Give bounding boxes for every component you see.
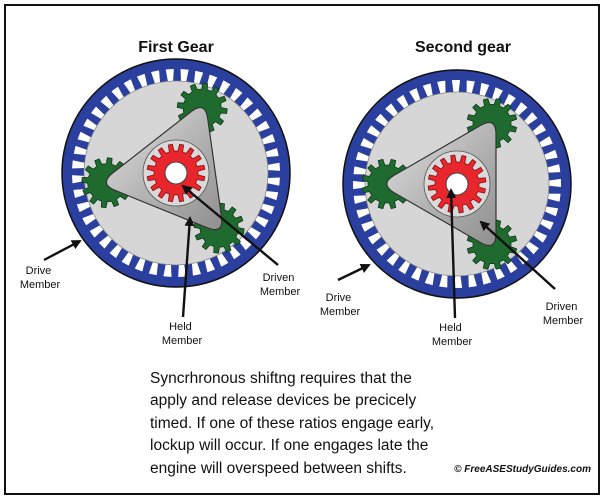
first-driven-arrow: [181, 184, 279, 266]
caption-line: engine will overspeed between shifts.: [150, 459, 407, 477]
label-line: Member: [260, 286, 301, 298]
second-driven-member-label: Driven Member: [543, 301, 584, 327]
first-drive-member-label: Drive Member: [20, 265, 61, 291]
sun-gear-shaft-hole: [445, 172, 469, 196]
label-line: Member: [20, 279, 61, 291]
first-drive-arrow: [43, 239, 82, 262]
label-line: Drive: [26, 265, 52, 277]
caption-line: timed. If one of these ratios engage ear…: [150, 414, 435, 432]
caption-line: Syncrhronous shiftng requires that the: [150, 370, 412, 387]
caption-text: Syncrhronous shiftng requires that the a…: [150, 368, 450, 480]
first-gear-planetary-set: [61, 58, 291, 288]
first-held-member-label: Held Member: [162, 321, 203, 347]
caption-line: lockup will occur. If one engages late t…: [150, 437, 429, 455]
first-gear-title: First Gear: [138, 39, 214, 56]
second-drive-member-label: Drive Member: [320, 292, 361, 318]
second-driven-arrow: [479, 220, 556, 290]
label-line: Driven: [546, 301, 578, 313]
label-line: Drive: [326, 292, 352, 304]
first-held-arrow: [181, 216, 195, 318]
second-gear-planetary-set: [342, 69, 572, 299]
second-held-member-label: Held Member: [432, 322, 473, 348]
label-line: Held: [169, 321, 192, 333]
label-line: Member: [320, 306, 361, 318]
sun-gear-shaft-hole: [164, 161, 188, 185]
label-line: Driven: [263, 272, 295, 284]
label-line: Held: [439, 322, 462, 334]
second-drive-arrow: [337, 263, 371, 282]
label-line: Member: [162, 335, 203, 347]
first-driven-member-label: Driven Member: [260, 272, 301, 298]
label-line: Member: [543, 315, 584, 327]
second-gear-title: Second gear: [415, 39, 511, 56]
second-held-arrow: [446, 188, 457, 319]
leader-arrows: [43, 184, 556, 319]
label-line: Member: [432, 336, 473, 348]
caption-line: apply and release devices be precicely: [150, 392, 417, 410]
copyright-notice: © FreeASEStudyGuides.com: [454, 464, 591, 475]
